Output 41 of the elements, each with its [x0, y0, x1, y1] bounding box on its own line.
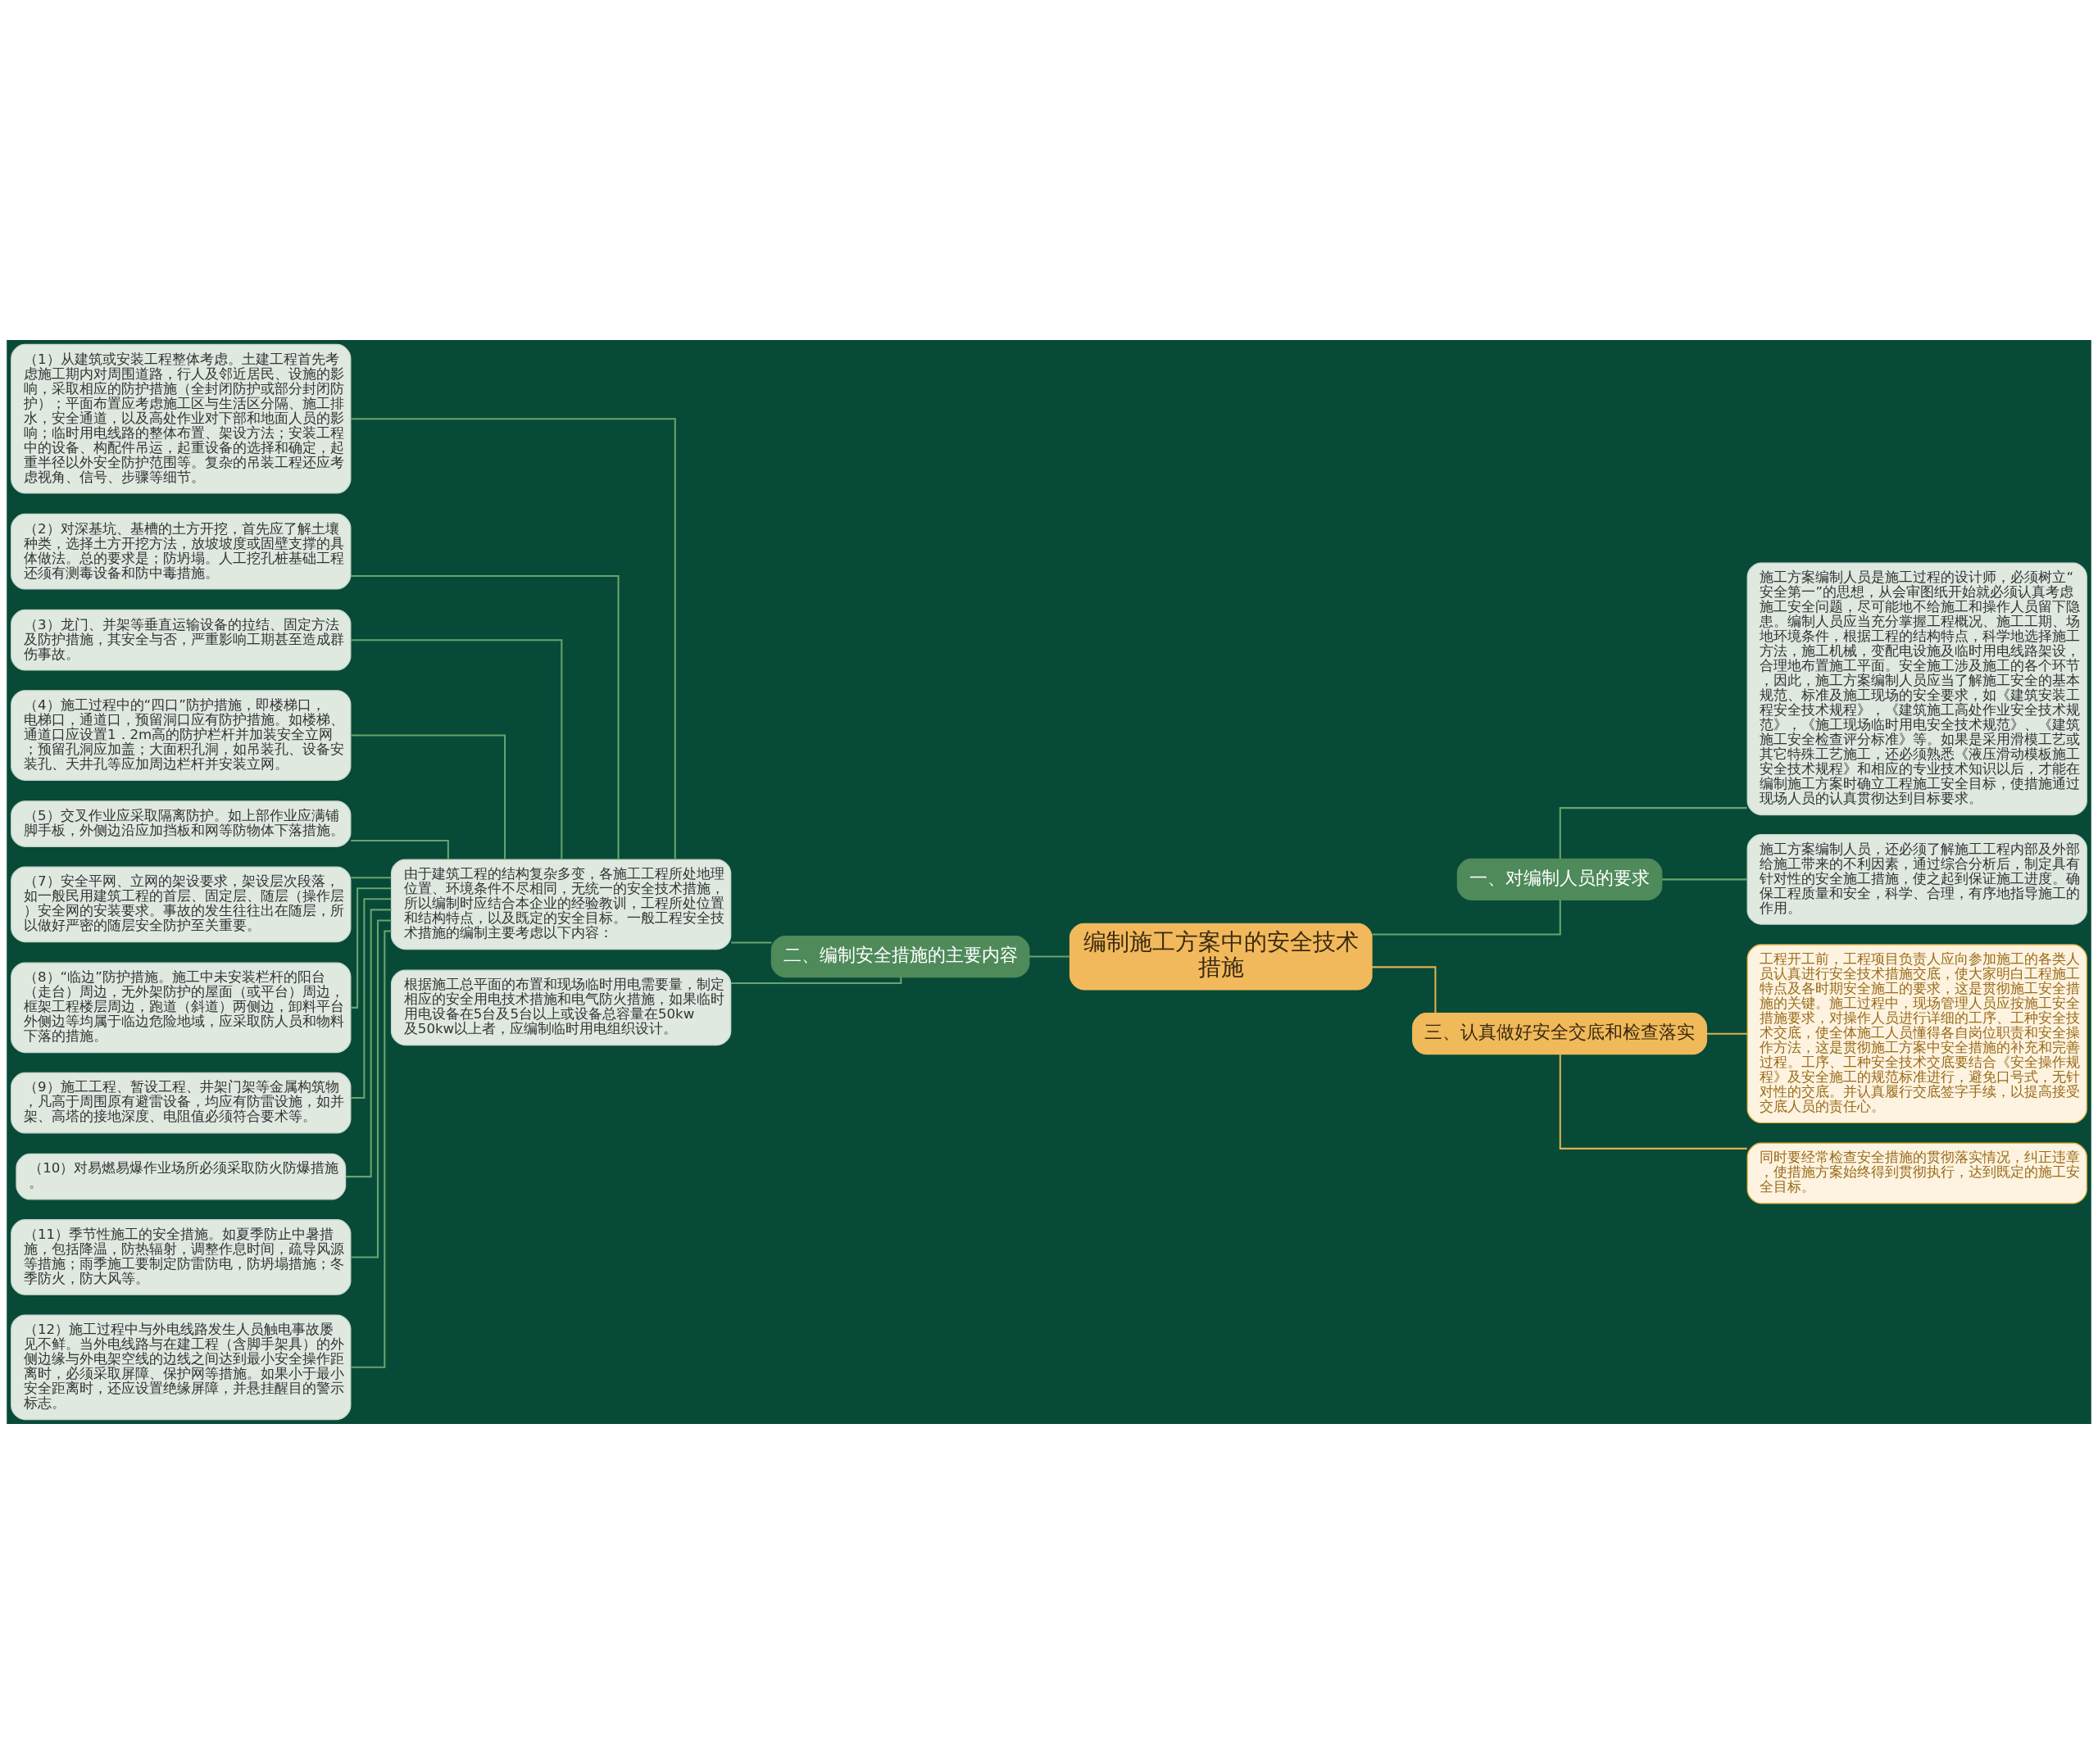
node-box: 编制施工方案中的安全技术措施 — [1069, 923, 1373, 991]
connector — [345, 909, 392, 1178]
node-box: （8）“临边”防护措施。施工中未安装栏杆的阳台（走台）周边，无外架防护的屋面（或平台）周边，框架工程楼层周边，跑道（斜道）两侧边，卸料平台外侧边等均属于临边危险地域，应采取防人员和物料下落的措施。 — [11, 962, 352, 1054]
node-box: （2）对深基坑、基槽的土方开挖，首先应了解土壤种类，选择土方开挖方法，放坡坡度或固壁支撑的具体做法。总的要求是；防坍塌。人工挖孔桩基础工程还须有测毒设备和防中毒措施。 — [11, 513, 352, 590]
node-box: （11）季节性施工的安全措施。如夏季防止中暑措施，包括降温，防热辐射，调整作息时间，疏导风源等措施；雨季施工要制定防雷防电，防坍塌措施；冬季防火，防大风等。 — [11, 1219, 352, 1295]
node-box: 施工方案编制人员，还必须了解施工工程内部及外部给施工带来的不利因素，通过综合分析后，制定具有针对性的安全施工措施，使之起到保证施工进度。确保工程质量和安全，科学、合理，有序地指导施工的作用。 — [1746, 834, 2087, 925]
node-box: （9）施工工程、暂设工程、井架门架等金属构筑物，凡高于周围原有避雷设备，均应有防雷设施，如并架、高塔的接地深度、电阻值必须符合要术等。 — [11, 1072, 352, 1134]
connector — [1559, 807, 1747, 859]
connector — [1029, 955, 1070, 958]
connector — [350, 887, 392, 1009]
node-box: 施工方案编制人员是施工过程的设计师，必须树立“安全第一”的思想，从会审图纸开始就必须认真考虑施工安全问题，尽可能地不给施工和操作人员留下隐患。编制人员应当充分掌握工程概况、施工工期、场地环境条件，根据工程的结构特点，科学地选择施工方法，施工机械，变配电设施及临时用电线路架设，合理地布置施工平面。安全施工涉及施工的各个环节，因此，施工方案编制人员应当了解施工安全的基本规范、标准及施工现场的安全要求，如《建筑安装工程安全技术规程》，《建筑施工高处作业安全技术规范》，《施工现场临时用电安全技术规范》、《建筑施工安全检查评分标准》等。如果是采用滑模工艺或其它特殊工艺施工，还必须熟悉《液压滑动模板施工安全技术规程》和相应的专业技术知识以后，才能在编制施工方案时确立工程施工安全目标，使措施通过现场人员的认真贯彻达到目标要求。 — [1746, 562, 2087, 816]
node-box: 工程开工前，工程项目负责人应向参加施工的各类人员认真进行安全技术措施交底，使大家明白工程施工特点及各时期安全施工的要求，这是贯彻施工安全措施的关键。施工过程中，现场管理人员应按施工安全措施要求，对操作人员进行详细的工序、工种安全技术交底，使全体施工人员懂得各自岗位职责和安全操作方法，这是贯彻施工方案中安全措施的补充和完善过程。工序、工种安全技术交底要结合《安全操作规程》及安全施工的规范标准进行，避免口号式，无针对性的交底。并认真履行交底签字手续，以提高接受交底人员的责任心。 — [1746, 944, 2087, 1124]
node-box: 二、编制安全措施的主要内容 — [770, 935, 1030, 978]
node-box: 根据施工总平面的布置和现场临时用电需要量，制定相应的安全用电技术措施和电气防火措施，如果临时用电设备在5台及5台以上或设备总容量在50kw及50kw以上者，应编制临时用电组织设计。 — [390, 969, 732, 1046]
connector — [1559, 1054, 1747, 1150]
connector — [1662, 878, 1747, 881]
connector — [351, 839, 449, 859]
connector — [350, 639, 563, 860]
node-box: （12）施工过程中与外电线路发生人员触电事故屡见不鲜。当外电线路与在建工程（含脚手架具）的外侧边缘与外电架空线的边线之间达到最小安全操作距离时，必须采取屏障、保护网等措施。如果小于最小安全距离时，还应设置绝缘屏障，并悬挂醒目的警示标志。 — [11, 1314, 352, 1421]
connector — [1372, 966, 1437, 1014]
connector — [351, 919, 392, 1258]
connector — [1707, 1032, 1748, 1035]
connector — [730, 977, 902, 985]
node-box: （5）交叉作业应采取隔离防护。如上部作业应满铺脚手板，外侧边沿应加挡板和网等防物体下落措施。 — [11, 800, 352, 847]
node-box: 同时要经常检查安全措施的贯彻落实情况，纠正违章，使措施方案始终得到贯彻执行，达到既定的施工安全目标。 — [1746, 1142, 2087, 1204]
node-box: 一、对编制人员的要求 — [1456, 858, 1663, 900]
node-box: （1）从建筑或安装工程整体考虑。土建工程首先考虑施工期内对周围道路，行人及邻近居民、设施的影响，采取相应的防护措施（全封闭防护或部分封闭防护）；平面布置应考虑施工区与生活区分隔、施工排水，安全通道，以及高处作业对下部和地面人员的影响；临时用电线路的整体布置、架设方法；安装工程中的设备、构配件吊运，起重设备的选择和确定，起重半径以外安全防护范围等。复杂的吊装工程还应考虑视角、信号、步骤等细节。 — [11, 343, 352, 494]
node-box: 三、认真做好安全交底和检查落实 — [1412, 1013, 1708, 1055]
node-box: （10）对易燃易爆作业场所必须采取防火防爆措施。 — [16, 1153, 347, 1200]
connector — [731, 941, 772, 944]
connector — [350, 898, 392, 1099]
node-box: （7）安全平网、立网的架设要求，架设层次段落，如一般民用建筑工程的首层、固定层、随层（操作层）安全网的安装要求。事故的发生往往出在随层，所以做好严密的随层安全防护至关重要。 — [11, 866, 352, 943]
connector — [351, 930, 392, 1368]
connector — [1372, 900, 1561, 936]
node-box: （4）施工过程中的“四口”防护措施，即楼梯口，电梯口，通道口，预留洞口应有防护措施。如楼梯、通道口应设置1．2m高的防护栏杆并加装安全立网；预留孔洞应加盖；大面积孔洞，如吊装孔、设备安装孔、天井孔等应加周边栏杆并安装立网。 — [11, 690, 352, 781]
connector — [351, 734, 506, 860]
node-box: 由于建筑工程的结构复杂多变，各施工工程所处地理位置、环境条件不尽相同，无统一的安全技术措施，所以编制时应结合本企业的经验教训，工程所处位置和结构特点，以及既定的安全目标。一般工程安全技术措施的编制主要考虑以下内容： — [390, 859, 732, 950]
connector — [351, 877, 392, 879]
node-box: （3）龙门、并架等垂直运输设备的拉结、固定方法及防护措施，其安全与否，严重影响工期甚至造成群伤事故。 — [11, 609, 352, 671]
connector — [350, 574, 620, 859]
connector — [350, 418, 676, 859]
